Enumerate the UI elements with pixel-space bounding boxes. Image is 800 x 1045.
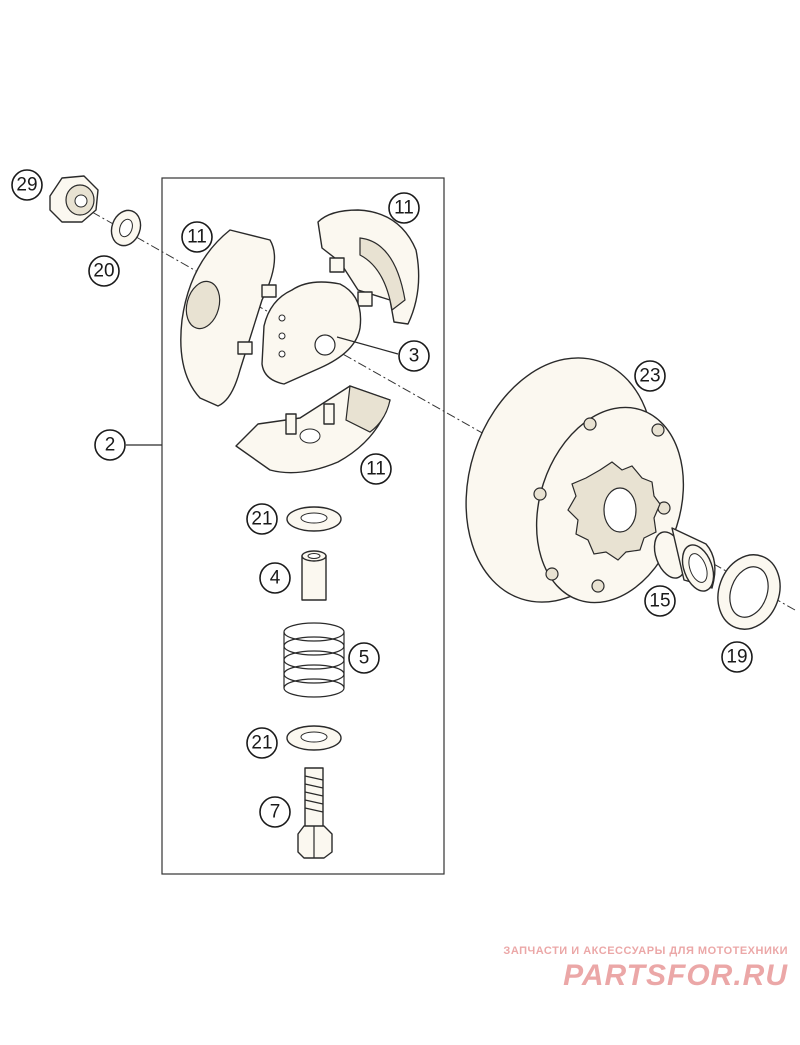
callout-2: 2 xyxy=(94,429,126,461)
callout-3: 3 xyxy=(336,336,430,372)
bushing-part-4 xyxy=(301,550,327,601)
svg-text:20: 20 xyxy=(93,261,114,282)
svg-text:2: 2 xyxy=(105,435,116,456)
callout-7: 7 xyxy=(259,796,291,828)
svg-text:29: 29 xyxy=(16,175,37,196)
bolt-part-7 xyxy=(297,767,333,859)
svg-text:7: 7 xyxy=(270,802,281,823)
svg-text:4: 4 xyxy=(270,568,281,589)
watermark-brand: PARTSFOR.RU xyxy=(563,959,788,992)
callout-29: 29 xyxy=(11,169,43,201)
svg-text:23: 23 xyxy=(639,366,660,387)
watermark-tagline: ЗАПЧАСТИ И АКСЕССУАРЫ ДЛЯ МОТОТЕХНИКИ xyxy=(503,945,788,957)
clutch-hub-part xyxy=(261,281,362,385)
clutch-drum-part xyxy=(465,357,685,604)
callout-11-left: 11 xyxy=(181,221,213,253)
clutch-shoe-left xyxy=(180,229,277,407)
callout-21-top: 21 xyxy=(246,503,278,535)
pinion-gear xyxy=(567,461,661,561)
svg-text:3: 3 xyxy=(409,346,420,367)
clutch-shoe-top xyxy=(317,209,420,325)
washer-part-21-bottom xyxy=(286,725,342,751)
callout-20: 20 xyxy=(88,255,120,287)
callout-23: 23 xyxy=(634,360,666,392)
svg-text:11: 11 xyxy=(394,198,414,219)
svg-text:11: 11 xyxy=(187,227,207,248)
callout-19: 19 xyxy=(721,641,753,673)
svg-text:21: 21 xyxy=(251,733,272,754)
callout-5: 5 xyxy=(348,642,380,674)
washer-part-20 xyxy=(110,209,142,247)
watermark: ЗАПЧАСТИ И АКСЕССУАРЫ ДЛЯ МОТОТЕХНИКИ PA… xyxy=(503,945,788,993)
callout-11-bottom: 11 xyxy=(360,453,392,485)
callout-15: 15 xyxy=(644,585,676,617)
clutch-shoe-bottom xyxy=(235,385,391,474)
svg-text:21: 21 xyxy=(251,509,272,530)
callout-21-bottom: 21 xyxy=(246,727,278,759)
svg-text:15: 15 xyxy=(649,591,670,612)
flange-nut-part xyxy=(49,175,99,223)
needle-bearing-part xyxy=(653,527,716,592)
callout-4: 4 xyxy=(259,562,291,594)
clutch-assembly-group-box xyxy=(161,177,445,875)
callout-11-top: 11 xyxy=(388,192,420,224)
thrust-washer-part xyxy=(717,554,781,630)
washer-part-21-top xyxy=(286,506,342,532)
svg-text:5: 5 xyxy=(359,648,370,669)
svg-text:19: 19 xyxy=(726,647,747,668)
spring-part-5 xyxy=(283,622,345,698)
svg-text:11: 11 xyxy=(366,459,386,480)
